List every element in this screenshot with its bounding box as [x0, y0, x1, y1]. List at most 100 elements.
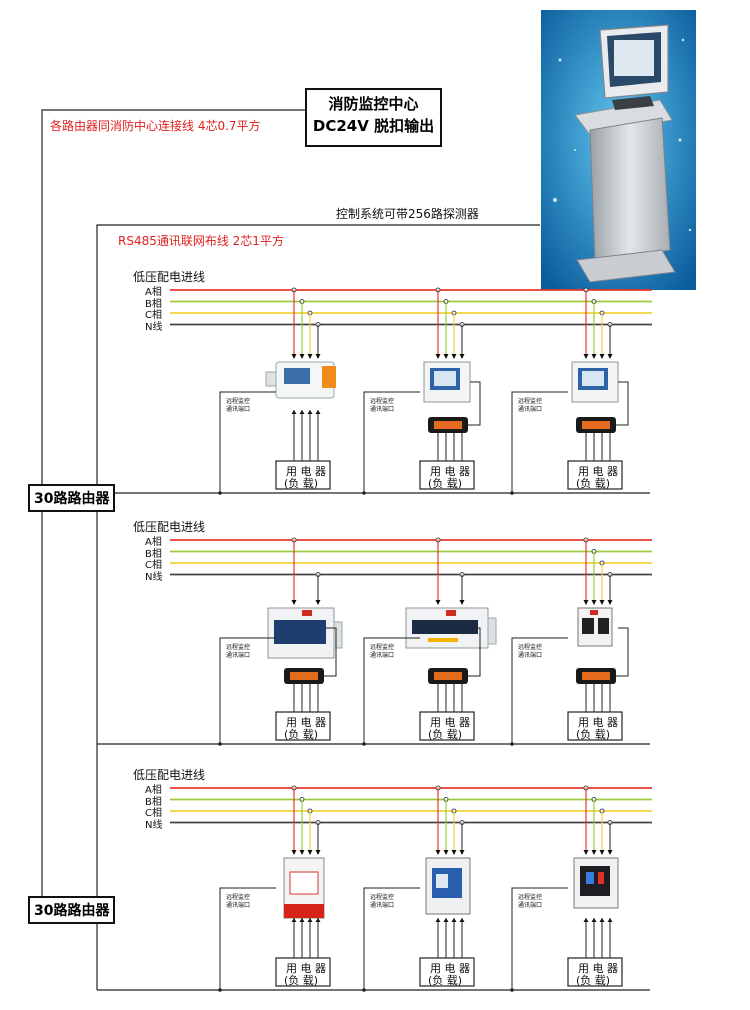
- tap-arrow: [435, 850, 441, 855]
- tap-arrow: [435, 354, 441, 359]
- fire-control-center-box: 消防监控中心 DC24V 脱扣输出: [305, 88, 442, 147]
- tap-arrow: [291, 600, 297, 605]
- load-arrow: [591, 918, 597, 922]
- section-3: [170, 785, 652, 992]
- phase-label: B相: [145, 548, 162, 560]
- comm-label: 远程监控: [370, 398, 395, 405]
- load-sublabel: (负 载): [428, 974, 463, 987]
- comm-label: 远程监控: [518, 644, 543, 651]
- detector-display: [582, 371, 604, 386]
- comm-label: 通讯端口: [518, 902, 543, 909]
- breaker-handle: [582, 618, 594, 634]
- comm-label: 通讯端口: [518, 406, 543, 413]
- tap-arrow: [459, 600, 465, 605]
- load-box: [567, 711, 623, 741]
- section-2: [170, 537, 652, 746]
- comm-label: 远程监控: [370, 644, 395, 651]
- sense-wire: [616, 627, 629, 677]
- load-label: 用 电 器: [430, 962, 470, 975]
- comm-wire: [511, 637, 568, 744]
- phase-label: C相: [145, 808, 162, 819]
- load-arrow: [291, 918, 297, 922]
- feed-label: 低压配电进线: [133, 270, 206, 284]
- center-subtitle: DC24V 脱扣输出: [312, 117, 435, 135]
- section-1: [170, 287, 652, 495]
- tap-arrow: [307, 850, 313, 855]
- detector-screen: [284, 368, 310, 384]
- load-arrow: [315, 918, 321, 922]
- bus-node: [510, 491, 514, 495]
- comm-wire: [363, 887, 420, 990]
- load-sublabel: (负 载): [284, 728, 319, 741]
- load-sublabel: (负 载): [428, 477, 463, 490]
- breaker-logo: [590, 610, 598, 615]
- sense-wire: [468, 381, 481, 426]
- load-arrow: [599, 918, 605, 922]
- load-label: 用 电 器: [286, 716, 326, 729]
- load-label: 用 电 器: [286, 962, 326, 975]
- comm-wire: [511, 887, 568, 990]
- comm-wire: [219, 637, 276, 744]
- breaker-panel: [289, 871, 319, 895]
- phase-label: C相: [145, 560, 162, 571]
- breaker-handle: [598, 618, 609, 634]
- center-title: 消防监控中心: [328, 95, 419, 113]
- current-transformer-core: [434, 672, 462, 680]
- breaker-base: [284, 904, 324, 918]
- tap-arrow: [291, 354, 297, 359]
- comm-label: 远程监控: [518, 894, 543, 901]
- phase-label: N线: [145, 571, 163, 583]
- load-arrow: [291, 410, 297, 414]
- comm-label: 远程监控: [226, 894, 251, 901]
- bus-node: [362, 491, 366, 495]
- load-arrow: [451, 918, 457, 922]
- router-box-2: 30路路由器: [28, 896, 116, 924]
- comm-label: 通讯端口: [226, 406, 251, 413]
- phase-label: N线: [145, 819, 163, 831]
- tap-arrow: [315, 850, 321, 855]
- load-arrow: [315, 410, 321, 414]
- load-box: [419, 460, 475, 490]
- cable-note-2: RS485通讯联网布线 2芯1平方: [118, 234, 284, 248]
- tap-arrow: [315, 354, 321, 359]
- detector-side: [265, 371, 277, 387]
- load-arrow: [607, 918, 613, 922]
- tap-arrow: [291, 850, 297, 855]
- load-arrow: [299, 918, 305, 922]
- load-sublabel: (负 载): [284, 974, 319, 987]
- current-transformer-core: [582, 672, 610, 680]
- load-label: 用 电 器: [578, 465, 618, 478]
- load-box: [419, 957, 475, 987]
- detector-display: [434, 371, 456, 386]
- feed-label: 低压配电进线: [133, 768, 206, 782]
- current-transformer-core: [290, 672, 318, 680]
- cable-note-1: 各路由器同消防中心连接线 4芯0.7平方: [50, 119, 261, 133]
- tap-arrow: [583, 354, 589, 359]
- phase-label: C相: [145, 310, 162, 321]
- backbone-wiring: [41, 109, 650, 991]
- tap-arrow: [599, 850, 605, 855]
- tap-arrow: [599, 354, 605, 359]
- load-sublabel: (负 载): [576, 728, 611, 741]
- tap-arrow: [591, 850, 597, 855]
- tap-arrow: [607, 850, 613, 855]
- load-box: [419, 711, 475, 741]
- detector-logo: [302, 610, 312, 616]
- detector-terminal: [428, 638, 458, 642]
- router-box-1: 30路路由器: [28, 484, 116, 512]
- comm-label: 远程监控: [226, 644, 251, 651]
- comm-wire: [363, 637, 420, 744]
- load-label: 用 电 器: [286, 465, 326, 478]
- bus-node: [218, 742, 222, 746]
- detector-logo: [446, 610, 456, 616]
- load-label: 用 电 器: [578, 962, 618, 975]
- load-sublabel: (负 载): [576, 974, 611, 987]
- load-sublabel: (负 载): [284, 477, 319, 490]
- detector-side: [487, 617, 497, 645]
- comm-label: 通讯端口: [518, 652, 543, 659]
- bus-node: [362, 988, 366, 992]
- bus-node: [510, 742, 514, 746]
- tap-arrow: [443, 850, 449, 855]
- tap-arrow: [315, 600, 321, 605]
